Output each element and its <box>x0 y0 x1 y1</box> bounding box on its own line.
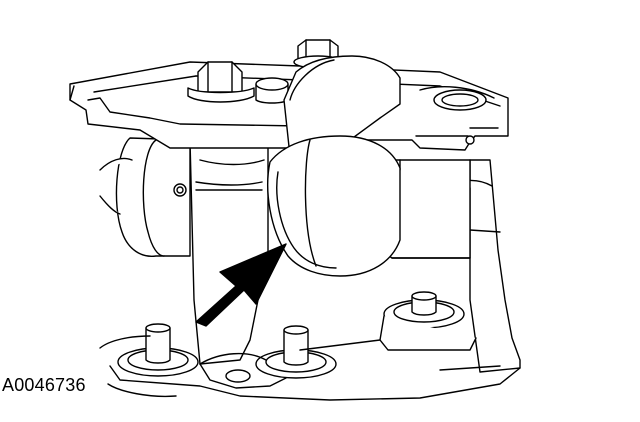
valve-lifter-center <box>255 325 337 379</box>
bearing-cap-column <box>189 139 269 365</box>
bracket-bolt-center <box>255 77 289 104</box>
camshaft-journal-left <box>99 137 191 257</box>
pointer-arrow <box>195 243 287 327</box>
valve-lifter-left <box>117 323 199 377</box>
camshaft-lobe-ring <box>267 55 401 277</box>
valve-lifter-right <box>379 291 477 351</box>
figure-id-label: A0046736 <box>2 375 86 395</box>
bracket-bolt-left <box>187 61 255 103</box>
cylinder-head-deck <box>99 335 521 401</box>
